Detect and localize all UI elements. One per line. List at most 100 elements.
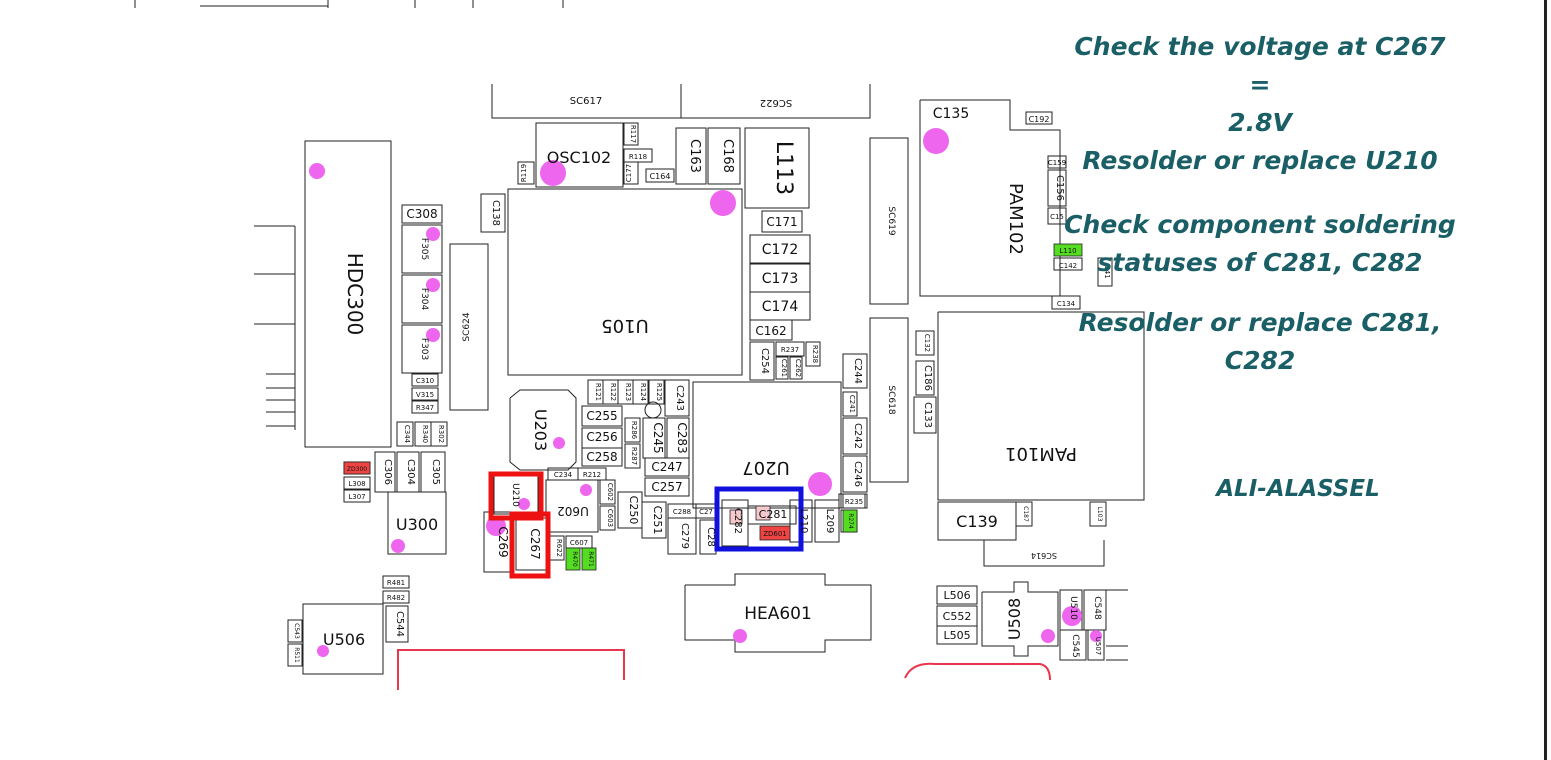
label-r237: R237 — [781, 346, 799, 354]
label-f304: F304 — [419, 288, 429, 311]
label-c133: C133 — [922, 402, 933, 428]
label-r117: R117 — [629, 125, 637, 143]
label-c164: C164 — [650, 172, 671, 181]
label-c257: C257 — [651, 480, 682, 494]
label-r121: R121 — [594, 383, 602, 401]
label-u508: U508 — [1005, 598, 1024, 640]
label-c255: C255 — [586, 409, 617, 423]
author-signature: ALI-ALASSEL — [1216, 476, 1380, 502]
note-check-soldering: Check component soldering — [1064, 210, 1456, 239]
c267-highlight — [509, 511, 551, 579]
label-c171: C171 — [766, 215, 797, 229]
label-c243: C243 — [674, 385, 685, 411]
label-c552: C552 — [943, 610, 972, 623]
label-u105: U105 — [601, 315, 649, 336]
label-c245: C245 — [651, 422, 665, 453]
label-c234: C234 — [554, 471, 573, 479]
label-sc617: SC617 — [570, 96, 602, 107]
label-c135: C135 — [933, 106, 970, 122]
label-c139: C139 — [956, 512, 998, 531]
label-r622: R622 — [555, 539, 563, 557]
note-c282: C282 — [1224, 346, 1296, 375]
label-c258: C258 — [586, 450, 617, 464]
label-c247: C247 — [651, 460, 682, 474]
label-c310: C310 — [416, 377, 434, 385]
label-f303: F303 — [419, 338, 429, 360]
label-c603: C603 — [606, 509, 614, 527]
page-edge-line — [1544, 0, 1547, 760]
label-c134: C134 — [1057, 300, 1076, 308]
label-r118: R118 — [629, 153, 647, 161]
label-sc614: SC614 — [1031, 551, 1057, 560]
label-r481: R481 — [387, 579, 405, 587]
label-c602: C602 — [606, 483, 614, 501]
label-sc618: SC618 — [886, 385, 896, 414]
note-statuses: statuses of C281, C282 — [1097, 248, 1423, 277]
label-pam102: PAM102 — [1005, 183, 1026, 255]
label-c288: C288 — [673, 508, 691, 516]
label-u300: U300 — [396, 515, 438, 534]
label-hea601: HEA601 — [744, 604, 812, 624]
label-c283: C283 — [675, 422, 689, 453]
label-c159: C159 — [1048, 159, 1066, 167]
label-c544: C544 — [394, 611, 405, 637]
label-c187: C187 — [1022, 506, 1029, 522]
label-c168: C168 — [720, 139, 735, 173]
label-c27x: C27 — [699, 508, 713, 516]
label-c250: C250 — [627, 496, 640, 525]
label-c308: C308 — [406, 207, 437, 221]
label-c282: C282 — [732, 508, 743, 534]
label-c241: C241 — [848, 395, 856, 413]
label-c138: C138 — [490, 200, 501, 226]
label-r347: R347 — [416, 404, 434, 412]
label-r212: R212 — [583, 471, 601, 479]
label-l506: L506 — [943, 589, 970, 602]
label-u507: U507 — [1094, 637, 1102, 655]
note-resolder-u210: Resolder or replace U210 — [1082, 146, 1438, 175]
label-c132: C132 — [923, 334, 931, 352]
label-r511: R511 — [293, 647, 300, 663]
label-pam101: PAM101 — [1005, 443, 1077, 464]
label-l113: L113 — [771, 141, 796, 195]
label-c262: C262 — [794, 359, 802, 377]
label-r471: R471 — [587, 551, 594, 567]
label-c279: C279 — [679, 523, 690, 549]
label-c156: C156 — [1054, 175, 1065, 201]
label-r123: R123 — [624, 383, 632, 401]
label-l209: L209 — [824, 509, 835, 534]
label-r125: R125 — [655, 383, 663, 401]
label-sc619: SC619 — [886, 206, 896, 235]
label-v315: V315 — [416, 391, 434, 399]
c281-c282-highlight — [714, 486, 804, 552]
label-l103: L103 — [1096, 507, 1103, 522]
label-r286: R286 — [630, 421, 638, 440]
label-c261: C261 — [780, 359, 788, 377]
note-voltage-value: 2.8V — [1228, 108, 1292, 137]
label-u207: U207 — [742, 457, 790, 478]
label-c174: C174 — [762, 299, 799, 315]
label-c306: C306 — [382, 459, 393, 485]
label-c242: C242 — [852, 423, 863, 449]
label-r340: R340 — [421, 425, 429, 443]
label-u510: U510 — [1068, 596, 1078, 620]
label-l210: L210 — [798, 509, 809, 534]
label-l141: 141 — [1103, 265, 1111, 278]
label-c163: C163 — [687, 139, 702, 173]
label-u210: U210 — [510, 483, 520, 507]
label-hdc300: HDC300 — [343, 253, 367, 336]
label-c607: C607 — [570, 539, 588, 547]
label-c162: C162 — [755, 324, 786, 338]
label-c254: C254 — [759, 348, 770, 374]
label-r287: R287 — [630, 447, 638, 465]
label-r274: R274 — [847, 513, 854, 529]
note-check-voltage: Check the voltage at C267 — [1074, 32, 1446, 61]
label-r119: R119 — [520, 164, 528, 182]
label-c548: C548 — [1092, 596, 1102, 620]
label-zd300: ZD300 — [347, 466, 367, 473]
label-r482: R482 — [387, 594, 405, 602]
label-c256: C256 — [586, 430, 617, 444]
label-c142: C142 — [1059, 262, 1077, 270]
label-l110: L110 — [1059, 247, 1076, 255]
label-c172: C172 — [762, 242, 799, 258]
